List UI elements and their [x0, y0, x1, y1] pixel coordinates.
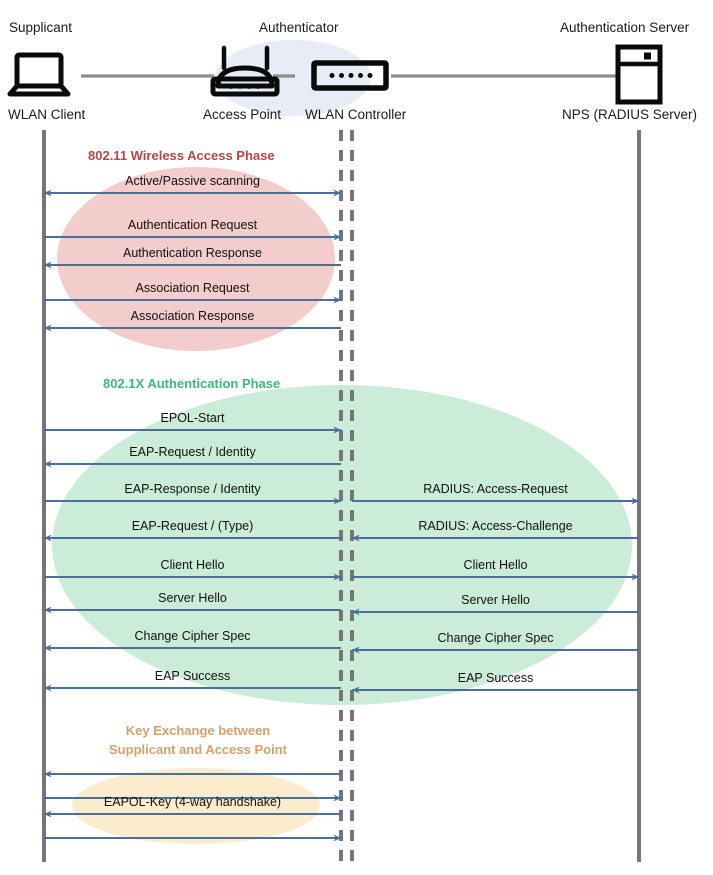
- wireless-router-icon: [210, 45, 280, 97]
- actor-role-authenticator: Authenticator: [259, 20, 339, 35]
- left_segment-label: Association Request: [135, 281, 250, 295]
- actor-name-wlan-client: WLAN Client: [8, 107, 86, 122]
- right_segment-label: RADIUS: Access-Challenge: [418, 519, 573, 533]
- phase-label-dot1x-auth: 802.1X Authentication Phase: [103, 376, 281, 391]
- phase-ellipse-wireless-access: [57, 167, 335, 351]
- actor-role-authentication-server: Authentication Server: [560, 20, 690, 35]
- right_segment-label: Change Cipher Spec: [437, 631, 554, 645]
- phase-ellipse-key-exchange: [72, 768, 320, 844]
- left_segment-label: EAP Success: [154, 669, 231, 683]
- message-arrow-layer: [43, 189, 640, 842]
- left_segment-label: EAP-Request / (Type): [131, 519, 254, 533]
- server-tower-icon: [615, 44, 663, 105]
- authenticator-halo: [215, 40, 371, 116]
- left_segment-label: Change Cipher Spec: [134, 629, 251, 643]
- left_segment-label: EPOL-Start: [160, 411, 225, 425]
- actor-name-wlan-controller: WLAN Controller: [305, 107, 407, 122]
- left_segment-label: Authentication Request: [127, 218, 258, 232]
- left_segment-label: Association Response: [130, 309, 255, 323]
- actor-name-access-point: Access Point: [203, 107, 282, 122]
- laptop-icon: [7, 52, 71, 97]
- left_segment-label: EAPOL-Key (4-way handshake): [103, 795, 282, 809]
- left_segment-label: Server Hello: [158, 591, 227, 605]
- left_segment-label: EAP-Request / Identity: [129, 445, 256, 459]
- left_segment-label: Active/Passive scanning: [125, 174, 260, 188]
- actor-name-nps-radius-server: NPS (RADIUS Server): [562, 107, 698, 122]
- left_segment-label: Authentication Response: [123, 246, 262, 260]
- network-controller-icon: [311, 60, 389, 91]
- right_segment-label: Client Hello: [463, 558, 528, 572]
- phase-ellipse-dot1x-auth: [52, 385, 632, 705]
- right_segment-label: EAP Success: [457, 671, 534, 685]
- left_segment-label: Client Hello: [160, 558, 225, 572]
- phase-label-key-exchange-line2: Supplicant and Access Point: [109, 742, 287, 757]
- right_segment-label: RADIUS: Access-Request: [423, 482, 568, 496]
- phase-label-wireless-access: 802.11 Wireless Access Phase: [88, 148, 275, 163]
- right_segment-label: Server Hello: [461, 593, 530, 607]
- left_segment-label: EAP-Response / Identity: [124, 482, 261, 496]
- phase-label-key-exchange-line1: Key Exchange between: [125, 723, 271, 738]
- actor-role-supplicant: Supplicant: [9, 20, 73, 35]
